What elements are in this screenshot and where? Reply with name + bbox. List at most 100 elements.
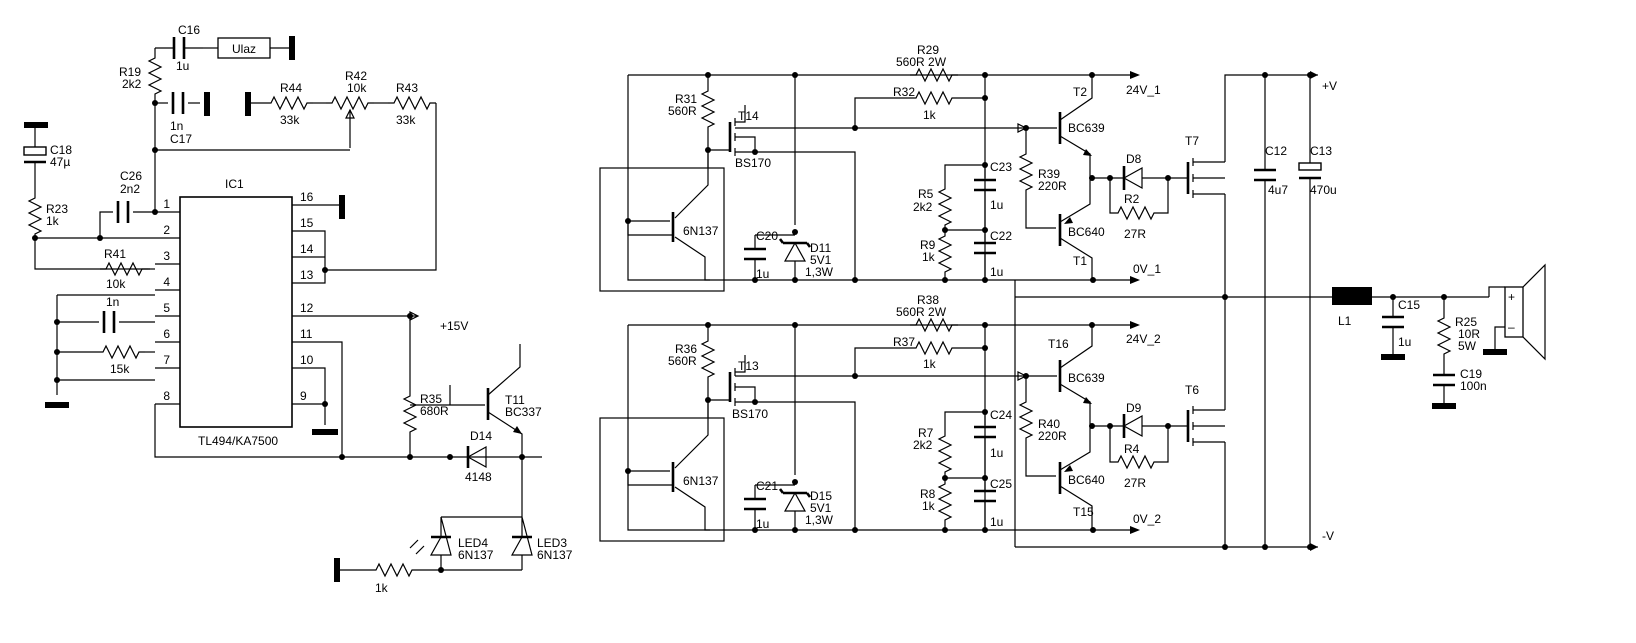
ic1-right-wiring: +15V xyxy=(154,195,542,460)
r5-value: 2k2 xyxy=(913,200,933,214)
r36-value: 560R xyxy=(668,354,697,368)
r36-ref: R36 xyxy=(675,342,697,356)
l1-ref: L1 xyxy=(1338,314,1352,328)
c17-value: 1n xyxy=(170,119,183,133)
led3-ref: LED3 xyxy=(537,536,567,550)
t16-value: BC639 xyxy=(1068,371,1105,385)
r31-value: 560R xyxy=(668,104,697,118)
r35-value: 680R xyxy=(420,404,449,418)
r42-value: 10k xyxy=(347,81,367,95)
c26-value: 2n2 xyxy=(120,182,140,196)
d15-value1: 5V1 xyxy=(810,501,832,515)
speaker-icon xyxy=(1504,286,1524,338)
led4-value: 6N137 xyxy=(458,548,494,562)
r19-value: 2k2 xyxy=(122,77,142,91)
rail-24v2-label: 24V_2 xyxy=(1126,332,1161,346)
c13-value: 470u xyxy=(1310,183,1337,197)
oscillator-network: 1n 15k xyxy=(45,294,155,408)
vneg-label: -V xyxy=(1322,529,1334,543)
c12-ref: C12 xyxy=(1265,144,1287,158)
r43-value: 33k xyxy=(396,113,416,127)
r7-ref: R7 xyxy=(918,426,934,440)
d11-value1: 5V1 xyxy=(810,253,832,267)
led4-ref: LED4 xyxy=(458,536,488,550)
t2-ref: T2 xyxy=(1073,85,1087,99)
c23-value: 1u xyxy=(990,198,1003,212)
r44-ref: R44 xyxy=(280,81,302,95)
c15-ref: C15 xyxy=(1398,298,1420,312)
speaker-plus: + xyxy=(1508,290,1515,304)
ic1-ref: IC1 xyxy=(225,177,244,191)
r9-value: 1k xyxy=(922,250,936,264)
t13-ref: T13 xyxy=(738,359,759,373)
d14-value: 4148 xyxy=(465,470,492,484)
c20-ref: C20 xyxy=(756,229,778,243)
rail-0v2-label: 0V_2 xyxy=(1133,512,1161,526)
c24-value: 1u xyxy=(990,446,1003,460)
opto-top-value: 6N137 xyxy=(683,224,719,238)
c24-ref: C24 xyxy=(990,408,1012,422)
opto-bottom-box xyxy=(599,417,725,542)
ic1-pin14: 14 xyxy=(300,242,314,256)
c13-ref: C13 xyxy=(1310,144,1332,158)
r32-ref: R32 xyxy=(893,85,915,99)
rail-24v1-label: 24V_1 xyxy=(1126,83,1161,97)
r2-ref: R2 xyxy=(1124,192,1140,206)
ic1-pin13: 13 xyxy=(300,268,314,282)
c21-value: 1u xyxy=(756,517,769,531)
d14-ref: D14 xyxy=(470,429,492,443)
d9-ref: D9 xyxy=(1126,401,1142,415)
ic1-pin12: 12 xyxy=(300,301,314,315)
r43-ref: R43 xyxy=(396,81,418,95)
t14-ref: T14 xyxy=(738,109,759,123)
c12-value: 4u7 xyxy=(1268,183,1288,197)
top-driver: R31 560R T14 BS170 6N137 C20 1u D11 5V1 … xyxy=(599,43,1225,297)
c15-value: 1u xyxy=(1398,335,1411,349)
d11-ref: D11 xyxy=(810,241,831,255)
speaker-minus: – xyxy=(1508,320,1515,334)
feedback-network: C18 47µ R23 1k C26 2n2 R41 10k xyxy=(23,122,158,291)
c19-value: 100n xyxy=(1460,379,1487,393)
r23-value: 1k xyxy=(46,214,60,228)
opto-top-box xyxy=(599,167,725,292)
r41-ref: R41 xyxy=(104,247,126,261)
r32-value: 1k xyxy=(923,108,937,122)
t6-ref: T6 xyxy=(1185,383,1199,397)
net-15v-label: +15V xyxy=(440,319,468,333)
c21-ref: C21 xyxy=(756,479,778,493)
driver-network: R35 680R T11 BC337 D14 4148 LED4 6N137 L… xyxy=(334,313,573,595)
osc-res-value: 15k xyxy=(110,362,130,376)
t15-ref: T15 xyxy=(1073,505,1094,519)
c23-ref: C23 xyxy=(990,160,1012,174)
input-network: Ulaz C16 1u R19 2k2 1n C17 R44 33k R42 1… xyxy=(119,23,437,271)
t13-value: BS170 xyxy=(732,407,768,421)
ic1-pin1: 1 xyxy=(163,197,170,211)
r31-ref: R31 xyxy=(675,92,697,106)
t11-value: BC337 xyxy=(505,405,542,419)
ic1-pin5: 5 xyxy=(163,301,170,315)
ic1-pin9: 9 xyxy=(300,389,307,403)
r25-value2: 5W xyxy=(1458,339,1477,353)
ic1-pin4: 4 xyxy=(163,275,170,289)
r44-value: 33k xyxy=(280,113,300,127)
c25-ref: C25 xyxy=(990,477,1012,491)
ic1-pin6: 6 xyxy=(163,327,170,341)
c22-ref: C22 xyxy=(990,229,1012,243)
ic1-pin2: 2 xyxy=(163,223,170,237)
r42-ref: R42 xyxy=(345,69,367,83)
d8-ref: D8 xyxy=(1126,152,1142,166)
r-led-value: 1k xyxy=(375,581,389,595)
c16-value: 1u xyxy=(176,59,189,73)
r4-ref: R4 xyxy=(1124,442,1140,456)
t16-ref: T16 xyxy=(1048,337,1069,351)
r8-value: 1k xyxy=(922,499,936,513)
output-stage: +V -V C12 4u7 C13 470u L1 C15 1u R25 10R… xyxy=(1015,71,1546,551)
c18-value: 47µ xyxy=(50,155,70,169)
t11-ref: T11 xyxy=(505,393,525,407)
c18-ref: C18 xyxy=(50,143,72,157)
c25-value: 1u xyxy=(990,515,1003,529)
ic1-chip: IC1 TL494/KA7500 1 2 3 4 5 6 7 8 16 15 1… xyxy=(155,177,317,448)
rail-0v1-label: 0V_1 xyxy=(1133,262,1161,276)
ic1-pin3: 3 xyxy=(163,249,170,263)
r37-value: 1k xyxy=(923,357,937,371)
